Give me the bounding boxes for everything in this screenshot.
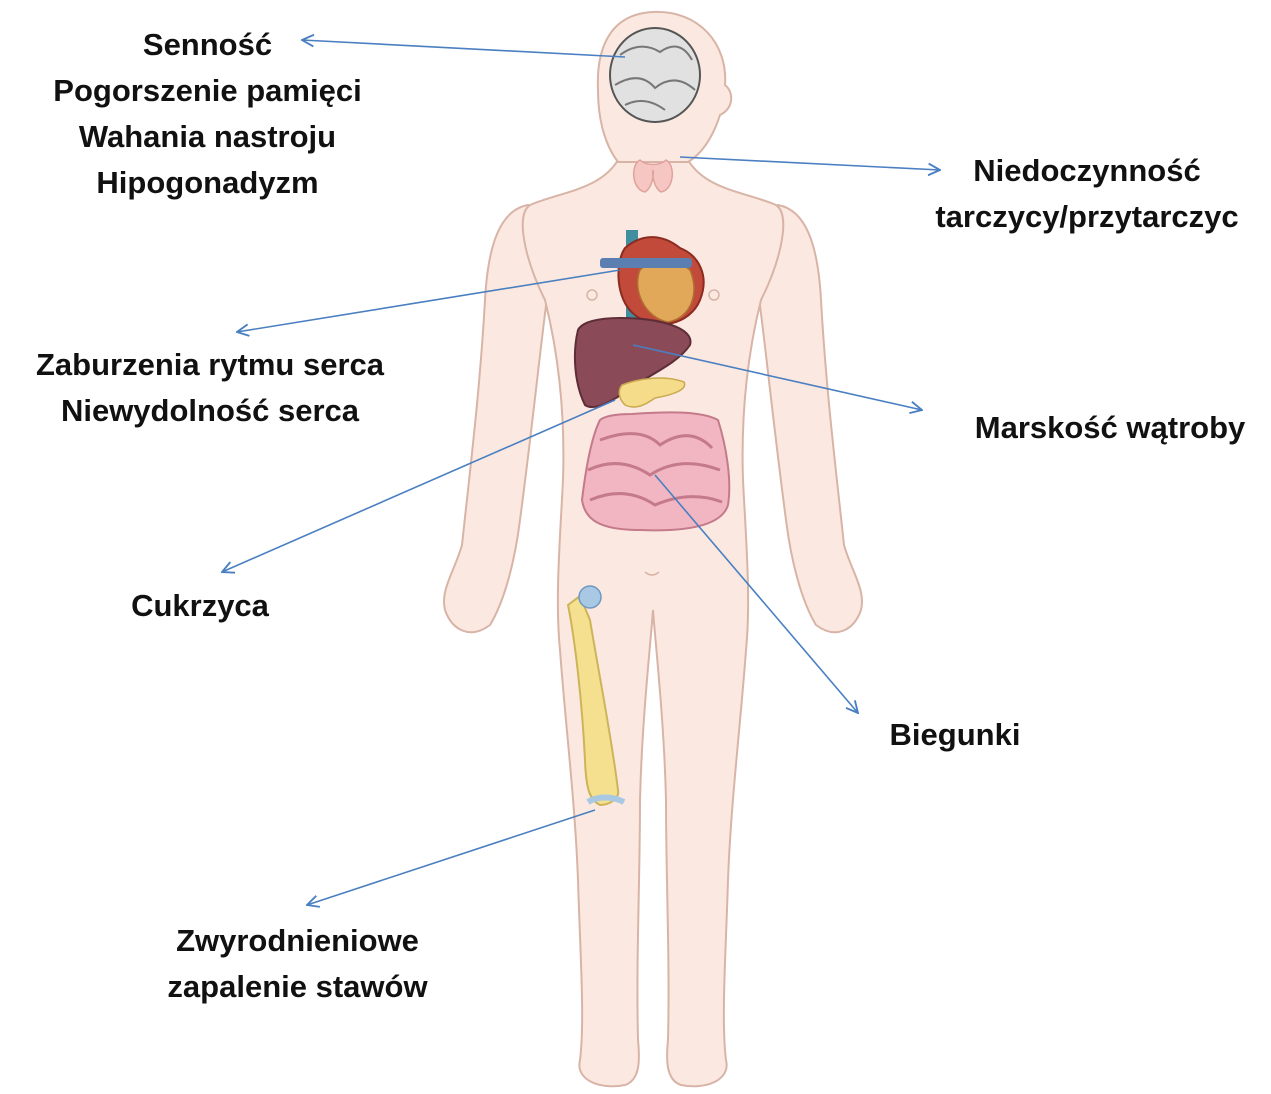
joint-label-group: Zwyrodnieniowe zapalenie stawów [135, 918, 460, 1010]
arrow-joint [307, 810, 595, 905]
heart-label-group: Zaburzenia rytmu serca Niewydolność serc… [10, 342, 410, 434]
intestine-label-line: Biegunki [870, 712, 1040, 758]
brain-icon [610, 28, 700, 122]
heart-label-line: Niewydolność serca [10, 388, 410, 434]
brain-label-line: Pogorszenie pamięci [20, 68, 395, 114]
liver-label-line: Marskość wątroby [955, 405, 1265, 451]
pancreas-label-line: Cukrzyca [110, 583, 290, 629]
intestine-label-group: Biegunki [870, 712, 1040, 758]
thyroid-label-group: Niedoczynność tarczycy/przytarczyc [912, 148, 1262, 240]
brain-label-group: Senność Pogorszenie pamięci Wahania nast… [20, 22, 395, 206]
thyroid-label-line: tarczycy/przytarczyc [912, 194, 1262, 240]
pancreas-label-group: Cukrzyca [110, 583, 290, 629]
liver-label-group: Marskość wątroby [955, 405, 1265, 451]
joint-label-line: zapalenie stawów [135, 964, 460, 1010]
intestine-icon [582, 412, 729, 530]
joint-label-line: Zwyrodnieniowe [135, 918, 460, 964]
thyroid-label-line: Niedoczynność [912, 148, 1262, 194]
arrow-thyroid [680, 157, 940, 170]
brain-label-line: Hipogonadyzm [20, 160, 395, 206]
heart-label-line: Zaburzenia rytmu serca [10, 342, 410, 388]
brain-label-line: Wahania nastroju [20, 114, 395, 160]
brain-label-line: Senność [20, 22, 395, 68]
